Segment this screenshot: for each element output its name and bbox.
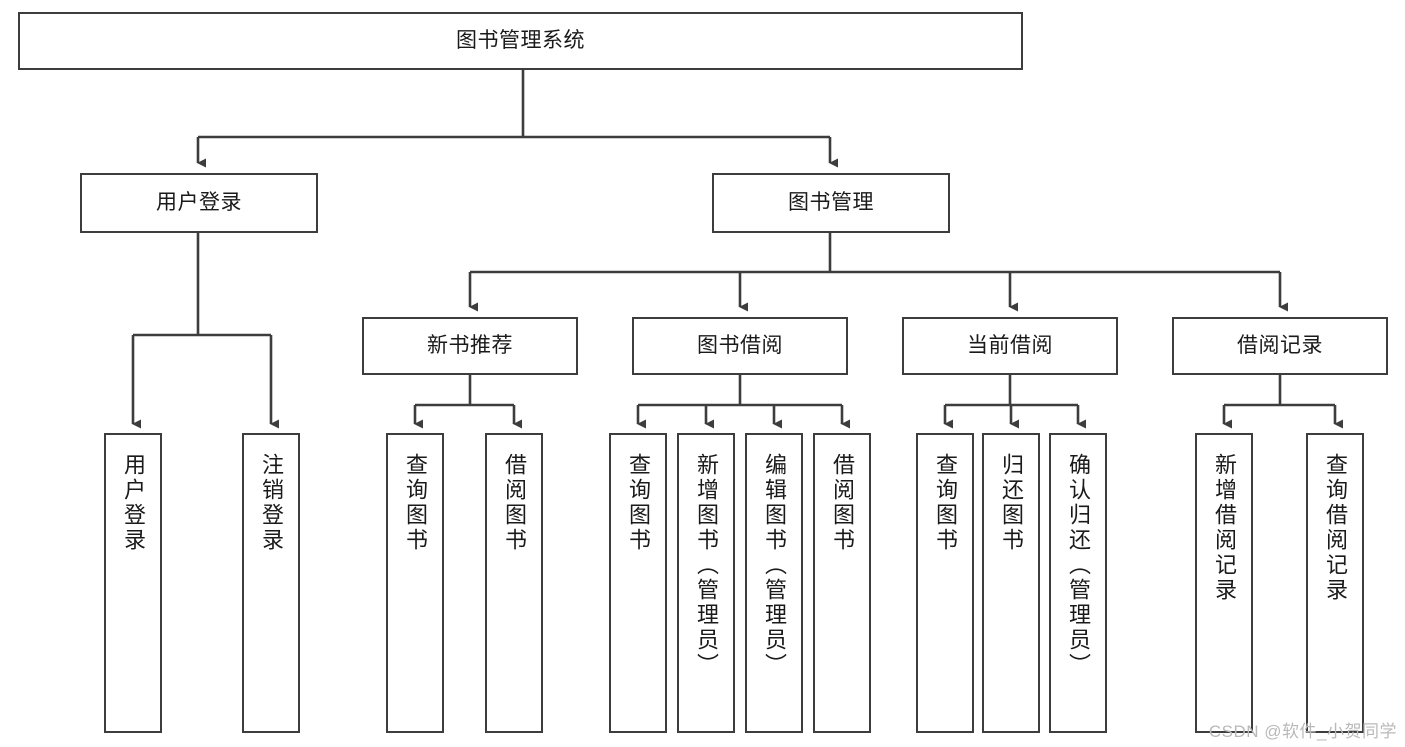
leaf-borrow-book-1-label: 借阅图书 (502, 453, 527, 553)
leaf-query-book-1-label: 查询图书 (403, 453, 428, 553)
leaf-add-book[interactable]: 新增图书（管理员） (677, 433, 735, 733)
leaf-query-book-1[interactable]: 查询图书 (386, 433, 444, 733)
leaf-user-login[interactable]: 用户登录 (104, 433, 162, 733)
node-root-label: 图书管理系统 (456, 28, 585, 52)
node-root[interactable]: 图书管理系统 (18, 12, 1023, 70)
leaf-logout[interactable]: 注销登录 (242, 433, 300, 733)
node-new-book-recommend-label: 新书推荐 (427, 333, 513, 357)
node-user-login-label: 用户登录 (156, 190, 242, 214)
node-book-borrow-label: 图书借阅 (697, 333, 783, 357)
leaf-confirm-return[interactable]: 确认归还（管理员） (1049, 433, 1107, 733)
leaf-confirm-return-label: 确认归还（管理员） (1066, 453, 1091, 678)
node-book-manage-label: 图书管理 (788, 190, 874, 214)
leaf-query-book-3-label: 查询图书 (933, 453, 958, 553)
leaf-query-book-2-label: 查询图书 (626, 453, 651, 553)
leaf-borrow-book-2-label: 借阅图书 (830, 453, 855, 553)
leaf-logout-label: 注销登录 (259, 453, 284, 553)
node-current-borrow-label: 当前借阅 (967, 333, 1053, 357)
leaf-query-record[interactable]: 查询借阅记录 (1306, 433, 1364, 733)
leaf-return-book-label: 归还图书 (999, 453, 1024, 553)
node-borrow-record-label: 借阅记录 (1237, 333, 1323, 357)
leaf-edit-book[interactable]: 编辑图书（管理员） (745, 433, 803, 733)
node-current-borrow[interactable]: 当前借阅 (902, 317, 1118, 375)
leaf-add-record-label: 新增借阅记录 (1212, 453, 1237, 603)
leaf-query-record-label: 查询借阅记录 (1323, 453, 1348, 603)
leaf-query-book-2[interactable]: 查询图书 (609, 433, 667, 733)
node-new-book-recommend[interactable]: 新书推荐 (362, 317, 578, 375)
node-book-manage[interactable]: 图书管理 (712, 173, 950, 233)
leaf-borrow-book-1[interactable]: 借阅图书 (485, 433, 543, 733)
leaf-add-record[interactable]: 新增借阅记录 (1195, 433, 1253, 733)
watermark: CSDN @软件_小贺同学 (1208, 722, 1397, 741)
node-book-borrow[interactable]: 图书借阅 (632, 317, 848, 375)
leaf-borrow-book-2[interactable]: 借阅图书 (813, 433, 871, 733)
leaf-add-book-label: 新增图书（管理员） (694, 453, 719, 678)
leaf-edit-book-label: 编辑图书（管理员） (762, 453, 787, 678)
leaf-query-book-3[interactable]: 查询图书 (916, 433, 974, 733)
leaf-return-book[interactable]: 归还图书 (982, 433, 1040, 733)
leaf-user-login-label: 用户登录 (121, 453, 146, 553)
node-user-login[interactable]: 用户登录 (80, 173, 318, 233)
node-borrow-record[interactable]: 借阅记录 (1172, 317, 1388, 375)
